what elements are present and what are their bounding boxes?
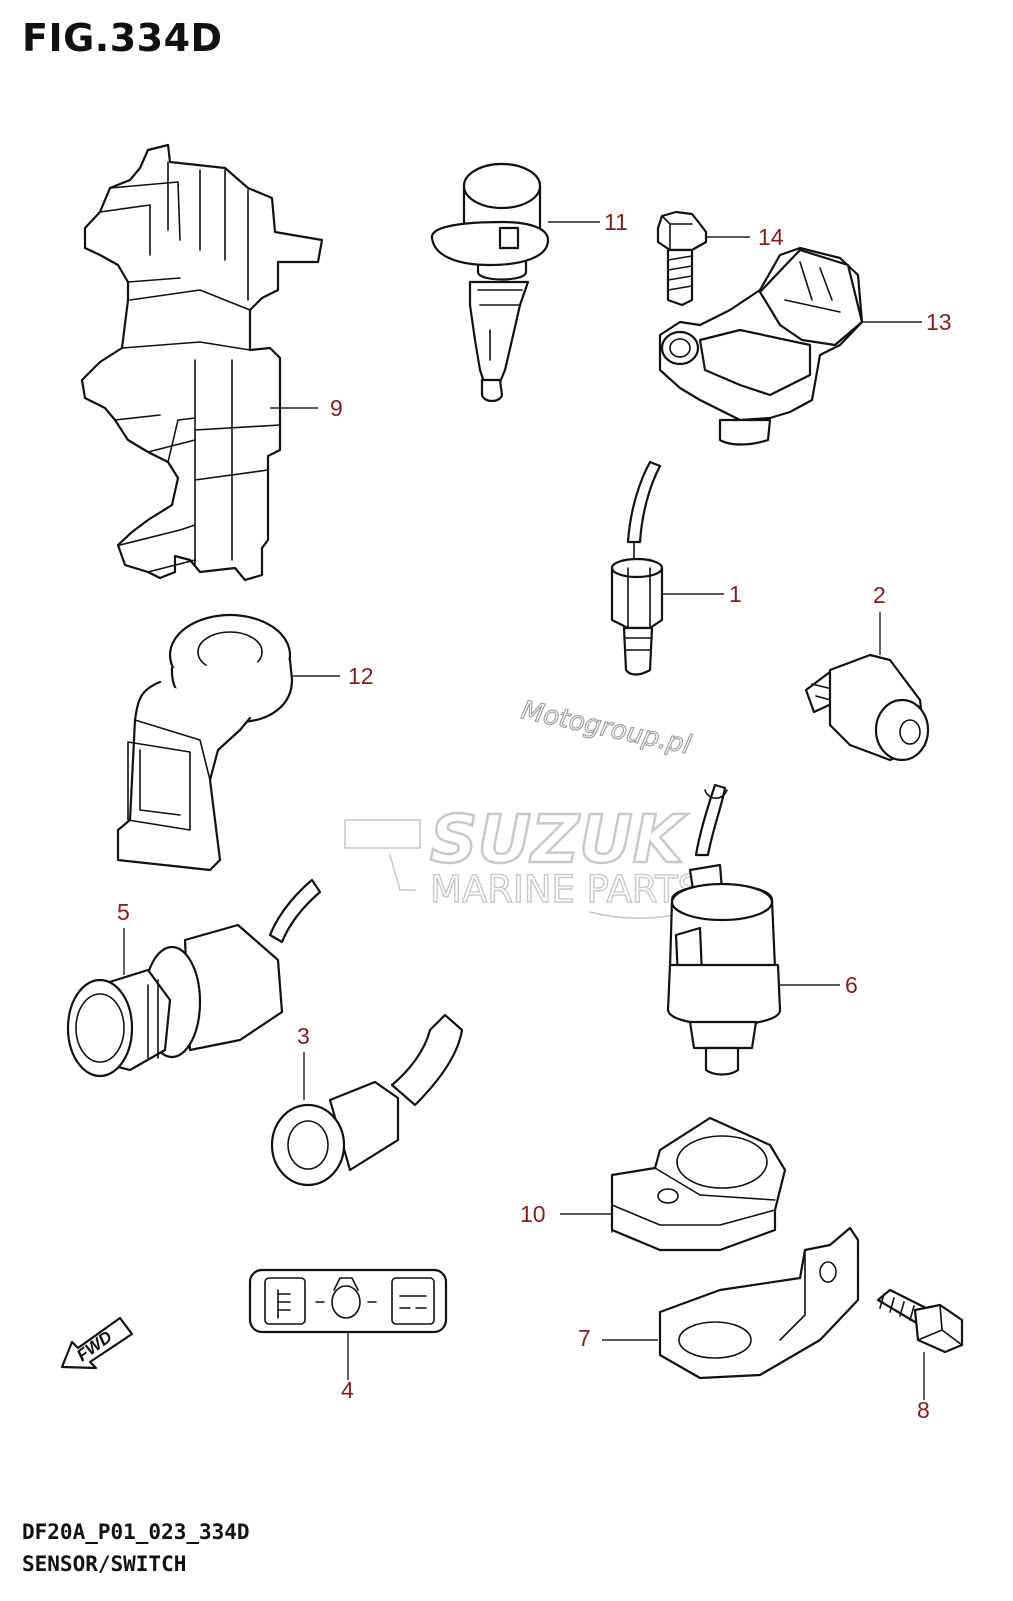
watermark-site: Motogroup.pl bbox=[519, 696, 695, 761]
part-12-grommet bbox=[116, 613, 340, 872]
callout-7: 7 bbox=[578, 1325, 591, 1351]
part-11-sensor bbox=[430, 162, 600, 403]
fwd-arrow-icon: FWD bbox=[60, 1316, 134, 1370]
callout-13: 13 bbox=[926, 309, 952, 335]
part-4-decal bbox=[248, 1268, 448, 1380]
diagram-subtitle: SENSOR/SWITCH bbox=[22, 1552, 187, 1576]
part-1-temp-sensor bbox=[610, 460, 724, 676]
part-13-map-sensor bbox=[658, 246, 922, 446]
part-2-knock-sensor bbox=[804, 612, 930, 762]
callout-3: 3 bbox=[297, 1023, 310, 1049]
watermark: SUZUK MARINE PARTS Motogroup.pl bbox=[344, 695, 702, 919]
diagram-code: DF20A_P01_023_334D bbox=[22, 1520, 250, 1544]
callout-10: 10 bbox=[520, 1201, 546, 1227]
watermark-brand: SUZUK bbox=[430, 801, 689, 878]
callout-5: 5 bbox=[117, 899, 130, 925]
callout-11: 11 bbox=[604, 209, 628, 235]
part-5-sensor bbox=[66, 878, 322, 1078]
part-8-bolt bbox=[876, 1288, 964, 1400]
figure-title: FIG.334D bbox=[22, 16, 223, 60]
callout-2: 2 bbox=[873, 582, 886, 608]
part-6-switch bbox=[666, 783, 840, 1076]
watermark-tagline: MARINE PARTS bbox=[430, 868, 701, 911]
callout-4: 4 bbox=[341, 1377, 354, 1403]
part-14-bolt bbox=[656, 210, 750, 307]
callout-6: 6 bbox=[845, 972, 858, 998]
part-3-sensor bbox=[270, 1013, 464, 1187]
callout-14: 14 bbox=[758, 224, 784, 250]
callout-9: 9 bbox=[330, 395, 343, 421]
callout-8: 8 bbox=[917, 1397, 930, 1423]
part-7-bracket bbox=[602, 1226, 860, 1380]
part-9-bracket bbox=[80, 143, 324, 582]
callout-12: 12 bbox=[348, 663, 374, 689]
callouts: 1 2 3 4 5 6 7 8 9 10 11 12 13 14 bbox=[117, 209, 952, 1423]
part-10-plate bbox=[560, 1116, 787, 1252]
callout-1: 1 bbox=[729, 581, 742, 607]
